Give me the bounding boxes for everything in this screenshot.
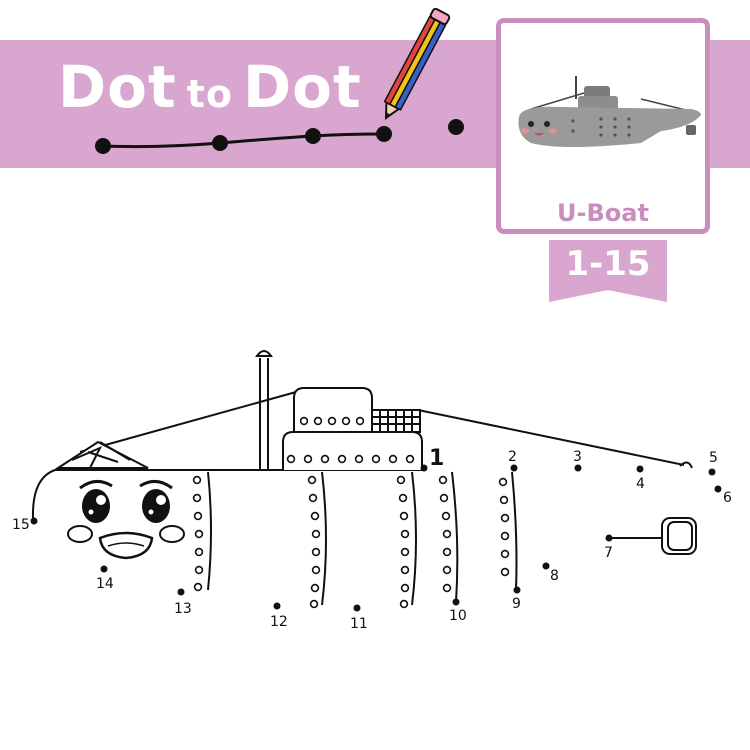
title-word-dot-1: Dot bbox=[58, 53, 177, 121]
dot-10[interactable] bbox=[452, 598, 460, 606]
number-range-badge: 1-15 bbox=[565, 244, 651, 284]
dot-5[interactable] bbox=[708, 468, 716, 476]
trail-dot bbox=[448, 119, 464, 135]
dot-label-15: 15 bbox=[12, 517, 30, 533]
dot-label-13: 13 bbox=[174, 601, 192, 617]
dot-11[interactable] bbox=[353, 604, 361, 612]
dot-13[interactable] bbox=[177, 588, 185, 596]
dot-label-2: 2 bbox=[508, 449, 517, 465]
trail-dot bbox=[376, 126, 392, 142]
dot-label-9: 9 bbox=[512, 596, 521, 612]
dot-label-1: 1 bbox=[429, 446, 444, 471]
title-word-to: to bbox=[186, 72, 233, 116]
dot-label-8: 8 bbox=[550, 568, 559, 584]
dot-label-11: 11 bbox=[350, 616, 368, 632]
dot-label-10: 10 bbox=[449, 608, 467, 624]
range-ribbon bbox=[549, 240, 667, 302]
title-word-dot-2: Dot bbox=[243, 53, 362, 121]
trail-dot bbox=[95, 138, 111, 154]
dot-label-5: 5 bbox=[709, 450, 718, 466]
dot-label-3: 3 bbox=[573, 449, 582, 465]
dot-4[interactable] bbox=[636, 465, 644, 473]
dot-3[interactable] bbox=[574, 464, 582, 472]
dot-9[interactable] bbox=[513, 586, 521, 594]
trail-dot bbox=[212, 135, 228, 151]
dot-2[interactable] bbox=[510, 464, 518, 472]
trail-dot bbox=[305, 128, 321, 144]
dot-7[interactable] bbox=[605, 534, 613, 542]
u-boat-preview-image bbox=[518, 76, 701, 147]
dot-15[interactable] bbox=[30, 517, 38, 525]
dotted-trail bbox=[95, 119, 464, 154]
card-title: U-Boat bbox=[557, 199, 649, 227]
dot-1[interactable] bbox=[420, 464, 428, 472]
dot-label-6: 6 bbox=[723, 490, 732, 506]
dot-label-7: 7 bbox=[604, 545, 613, 561]
dot-label-4: 4 bbox=[636, 476, 645, 492]
dot-label-14: 14 bbox=[96, 576, 114, 592]
header-decoration bbox=[95, 7, 464, 154]
pencil-icon bbox=[383, 7, 451, 120]
dot-12[interactable] bbox=[273, 602, 281, 610]
dot-8[interactable] bbox=[542, 562, 550, 570]
dot-6[interactable] bbox=[714, 485, 722, 493]
dot-label-12: 12 bbox=[270, 614, 288, 630]
preview-card: U-Boat bbox=[496, 18, 710, 234]
dot-14[interactable] bbox=[100, 565, 108, 573]
